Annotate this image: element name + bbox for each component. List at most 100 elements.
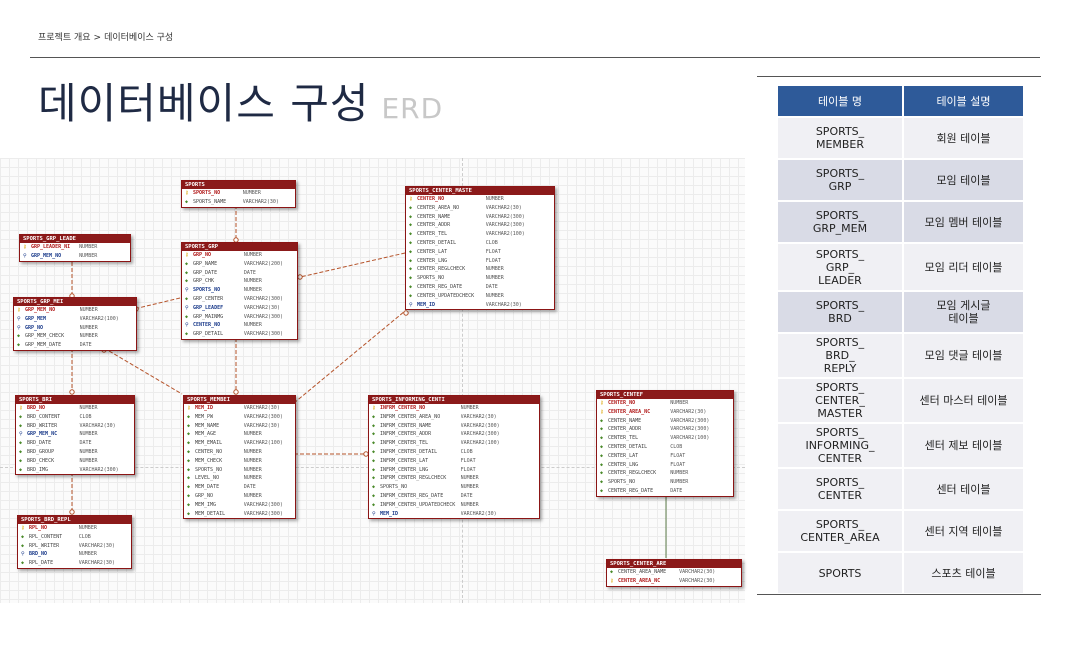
column-name: CENTER_LAT xyxy=(608,452,639,459)
column-type: NUMBER xyxy=(485,292,504,299)
legend-header-name: 테이블 명 xyxy=(778,86,904,116)
column-type: VARCHAR2(300) xyxy=(485,213,525,220)
column-icon: ◆ xyxy=(600,487,604,494)
column-name: CENTER_NAME xyxy=(608,417,642,424)
column-name: CENTER_REGLCHECK xyxy=(417,266,466,273)
column-type: VARCHAR2(100) xyxy=(79,315,119,322)
column-name: BRD_DATE xyxy=(27,440,52,447)
column-name: CENTER_REGLCHECK xyxy=(608,470,657,477)
column-type: NUMBER xyxy=(79,431,98,438)
column-type: NUMBER xyxy=(243,448,262,455)
column-type: VARCHAR2(300) xyxy=(79,466,119,473)
column-type: VARCHAR2(100) xyxy=(460,440,500,447)
column-name: GRP_MAINMG xyxy=(193,313,224,320)
column-name: INFRM_CENTER_AREA_NO xyxy=(380,413,441,420)
column-icon: ◆ xyxy=(409,275,413,282)
column-icon: ◆ xyxy=(372,492,376,499)
column-type: DATE xyxy=(243,269,256,276)
column-name: INFRM_CENTER_NO xyxy=(380,405,426,411)
column-type: VARCHAR2(300) xyxy=(485,222,525,229)
column-icon: ◆ xyxy=(17,333,21,340)
column-icon: ◆ xyxy=(187,457,191,464)
column-name: CENTER_NO xyxy=(193,322,221,329)
entity-title: SPORTS_MEMBEI xyxy=(184,396,295,404)
column-type: NUMBER xyxy=(78,551,97,558)
column-name: RPL_NO xyxy=(29,525,48,531)
column-type: NUMBER xyxy=(670,470,689,477)
column-type: DATE xyxy=(670,487,683,494)
column-type: FLOAT xyxy=(460,466,476,473)
column-icon: ◆ xyxy=(187,440,191,447)
entity-title: SPORTS_CENTEF xyxy=(597,391,733,399)
column-icon: ◆ xyxy=(19,440,23,447)
breadcrumb-parent[interactable]: 프로젝트 개요 xyxy=(38,33,91,43)
column-name: BRD_IMG xyxy=(27,466,49,473)
column-icon: ◆ xyxy=(187,422,191,429)
column-icon: ◆ xyxy=(187,475,191,482)
column-name: INFRM_CENTER_REG_DATE xyxy=(380,492,444,499)
column-type: NUMBER xyxy=(79,448,98,455)
column-type: DATE xyxy=(460,492,473,499)
column-icon: ◆ xyxy=(372,440,376,447)
column-type: NUMBER xyxy=(79,307,98,313)
column-icon: ◆ xyxy=(600,470,604,477)
column-icon: ◆ xyxy=(185,295,189,302)
primary-key-icon: ⚷ xyxy=(185,252,189,258)
foreign-key-icon: ⚲ xyxy=(17,315,21,322)
column-type: VARCHAR2(300) xyxy=(243,313,284,320)
column-icon: ◆ xyxy=(187,413,191,420)
column-icon: ◆ xyxy=(185,331,189,338)
column-name: INFRM_CENTER_DETAIL xyxy=(380,448,438,455)
column-name: CENTER_NO xyxy=(608,400,636,406)
column-name: CENTER_DETAIL xyxy=(417,239,457,246)
column-type: CLOB xyxy=(670,443,683,450)
legend-top-divider xyxy=(757,76,1041,77)
column-icon: ◆ xyxy=(409,283,413,290)
column-name: RPL_DATE xyxy=(29,560,54,567)
column-name: CENTER_NAME xyxy=(417,213,451,220)
column-icon: ◆ xyxy=(187,501,191,508)
column-type: VARCHAR2(300) xyxy=(243,331,284,338)
column-type: VARCHAR2(30) xyxy=(460,413,497,420)
column-name: CENTER_ADDR xyxy=(608,426,642,433)
